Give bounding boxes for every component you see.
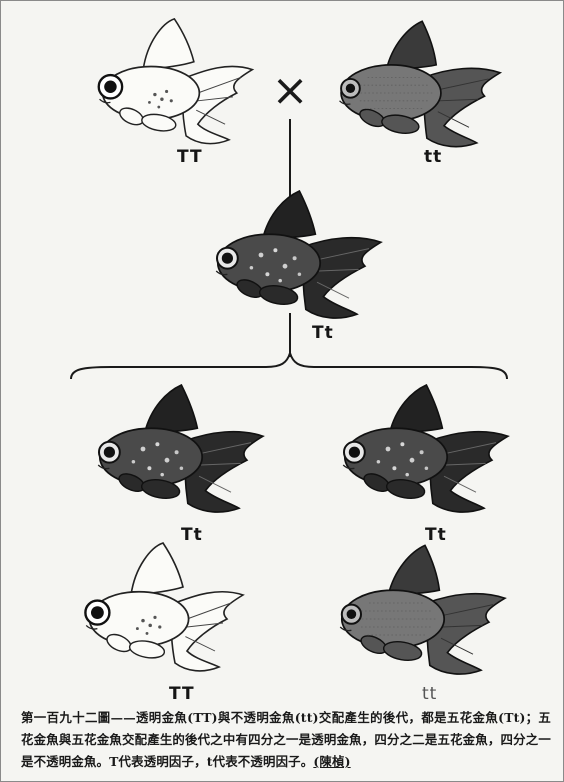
- goldfish-f2-mottled-1: [98, 385, 263, 512]
- goldfish-f2-mottled-2: [343, 385, 508, 512]
- genotype-label-f2-2: Tt: [425, 525, 447, 545]
- goldfish-f2-transparent: [85, 543, 243, 671]
- inheritance-diagram: ×: [1, 1, 564, 691]
- goldfish-f2-opaque: [340, 545, 505, 674]
- offspring-brace: [71, 353, 507, 379]
- caption-source: (陳楨): [313, 754, 350, 769]
- genotype-label-f2-4: tt: [422, 684, 437, 704]
- caption-text: 第一百九十二圖——透明金魚(TT)與不透明金魚(tt)交配產生的後代，都是五花金…: [21, 710, 551, 769]
- genotype-label-f2-3: TT: [169, 684, 195, 704]
- genotype-label-f2-1: Tt: [181, 525, 203, 545]
- genotype-label-parent-transparent: TT: [177, 147, 203, 167]
- genotype-label-f1: Tt: [312, 323, 334, 343]
- goldfish-opaque-parent: [340, 21, 501, 146]
- goldfish-f1-mottled: [216, 191, 381, 318]
- genotype-label-parent-opaque: tt: [424, 147, 442, 167]
- figure-caption: 第一百九十二圖——透明金魚(TT)與不透明金魚(tt)交配產生的後代，都是五花金…: [21, 707, 551, 773]
- goldfish-transparent-parent: [99, 19, 253, 144]
- cross-symbol: ×: [272, 65, 309, 116]
